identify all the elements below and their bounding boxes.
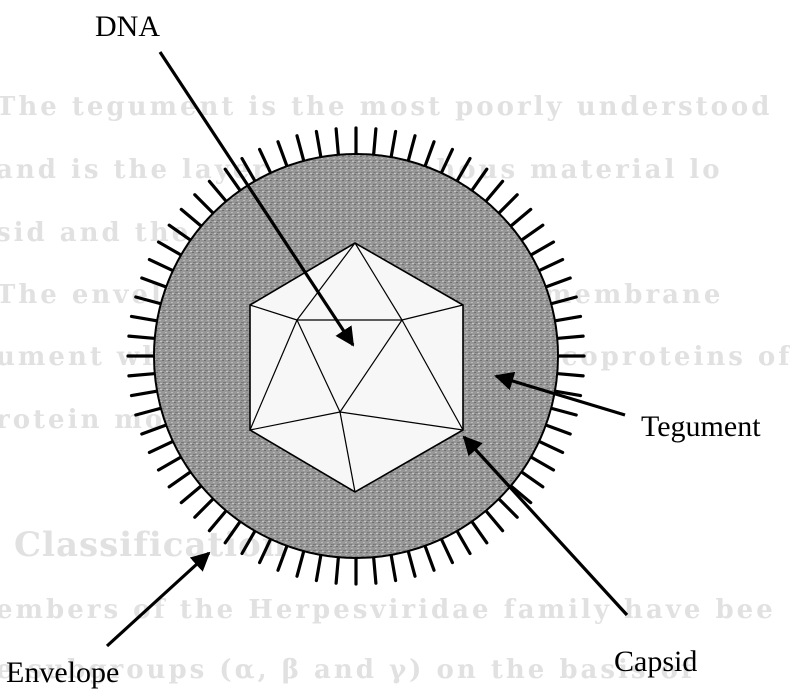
envelope-spike	[129, 336, 154, 338]
envelope-spike	[522, 225, 543, 239]
envelope-spike	[558, 374, 583, 376]
envelope-spike	[195, 500, 213, 518]
envelope-spike	[472, 522, 486, 543]
envelope-spike	[391, 132, 395, 157]
dna-label: DNA	[95, 10, 160, 43]
tegument-label: Tegument	[641, 410, 761, 443]
envelope-spike	[556, 316, 581, 320]
envelope-spike	[547, 278, 570, 287]
envelope-spike	[336, 129, 338, 154]
envelope-spike	[278, 547, 287, 570]
envelope-spike	[225, 522, 239, 543]
envelope-spike	[181, 487, 200, 503]
envelope-spike	[409, 552, 416, 576]
envelope-spike	[458, 532, 471, 554]
envelope-spike	[136, 297, 160, 304]
envelope-spike	[391, 556, 395, 581]
envelope-spike	[195, 195, 213, 213]
envelope-spike	[540, 442, 563, 453]
envelope-spike	[532, 242, 554, 255]
envelope-spike	[552, 297, 576, 304]
envelope-spike	[278, 142, 287, 165]
envelope-spike	[374, 558, 376, 583]
envelope-spike	[522, 472, 543, 486]
envelope-spike	[209, 181, 225, 200]
envelope-spike	[209, 512, 225, 531]
envelope-spike	[132, 391, 157, 395]
envelope-spike	[558, 336, 583, 338]
envelope-spike	[425, 547, 434, 570]
envelope-spike	[242, 532, 255, 554]
envelope-arrow	[107, 553, 209, 646]
envelope-spike	[260, 540, 271, 563]
envelope-spike	[159, 458, 181, 471]
envelope-spike	[552, 409, 576, 416]
envelope-spike	[442, 540, 453, 563]
envelope-spike	[136, 409, 160, 416]
envelope-spike	[297, 136, 304, 160]
envelope-spike	[540, 260, 563, 271]
envelope-spike	[316, 132, 320, 157]
envelope-spike	[532, 458, 554, 471]
envelope-spike	[500, 500, 518, 518]
envelope-spike	[512, 209, 531, 225]
envelope-spike	[132, 316, 157, 320]
envelope-spike	[142, 278, 165, 287]
envelope-spike	[425, 142, 434, 165]
envelope-spike	[547, 425, 570, 434]
envelope-spike	[472, 169, 486, 190]
envelope-spike	[149, 260, 172, 271]
envelope-spike	[169, 472, 190, 486]
envelope-spike	[181, 209, 200, 225]
envelope-spike	[336, 558, 338, 583]
envelope-spike	[374, 129, 376, 154]
envelope-spike	[169, 225, 190, 239]
capsid-label: Capsid	[614, 645, 697, 678]
envelope-label: Envelope	[6, 656, 119, 689]
envelope-spike	[458, 159, 471, 181]
envelope-spike	[487, 181, 503, 200]
envelope-spike	[316, 556, 320, 581]
envelope-spike	[260, 149, 271, 172]
envelope-spike	[159, 242, 181, 255]
envelope-spike	[297, 552, 304, 576]
envelope-spike	[142, 425, 165, 434]
envelope-spike	[487, 512, 503, 531]
envelope-spike	[149, 442, 172, 453]
envelope-spike	[500, 195, 518, 213]
envelope-spike	[129, 374, 154, 376]
envelope-spike	[409, 136, 416, 160]
envelope-spike	[442, 149, 453, 172]
